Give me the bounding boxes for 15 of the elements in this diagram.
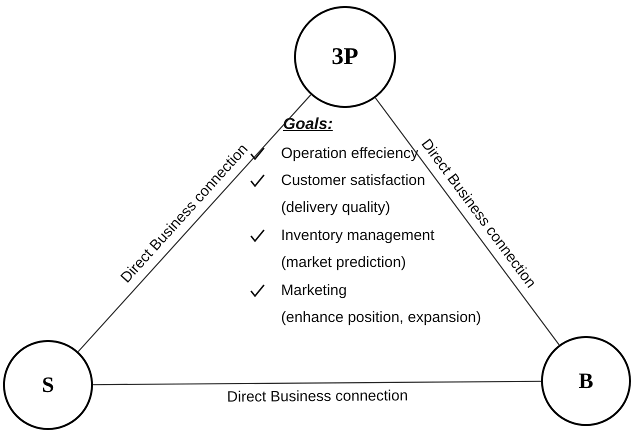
goal-text: (delivery quality) [281,199,390,216]
goals-heading: Goals: [283,116,333,134]
edge-label: Direct Business connection [226,388,408,406]
connector-line [374,98,560,346]
connector-line [93,380,541,386]
node-label: 3P [332,44,358,70]
goal-text: Inventory management [281,227,434,244]
goal-text: Operation effeciency [281,145,418,162]
goal-text: Marketing [281,282,347,299]
connector-line [78,94,312,352]
goal-text: Customer satisfaction [281,172,426,189]
node-label: B [578,368,594,394]
goal-text: (market prediction) [281,254,406,271]
node-label: S [42,372,54,398]
goal-text: (enhance position, expansion) [281,309,482,326]
